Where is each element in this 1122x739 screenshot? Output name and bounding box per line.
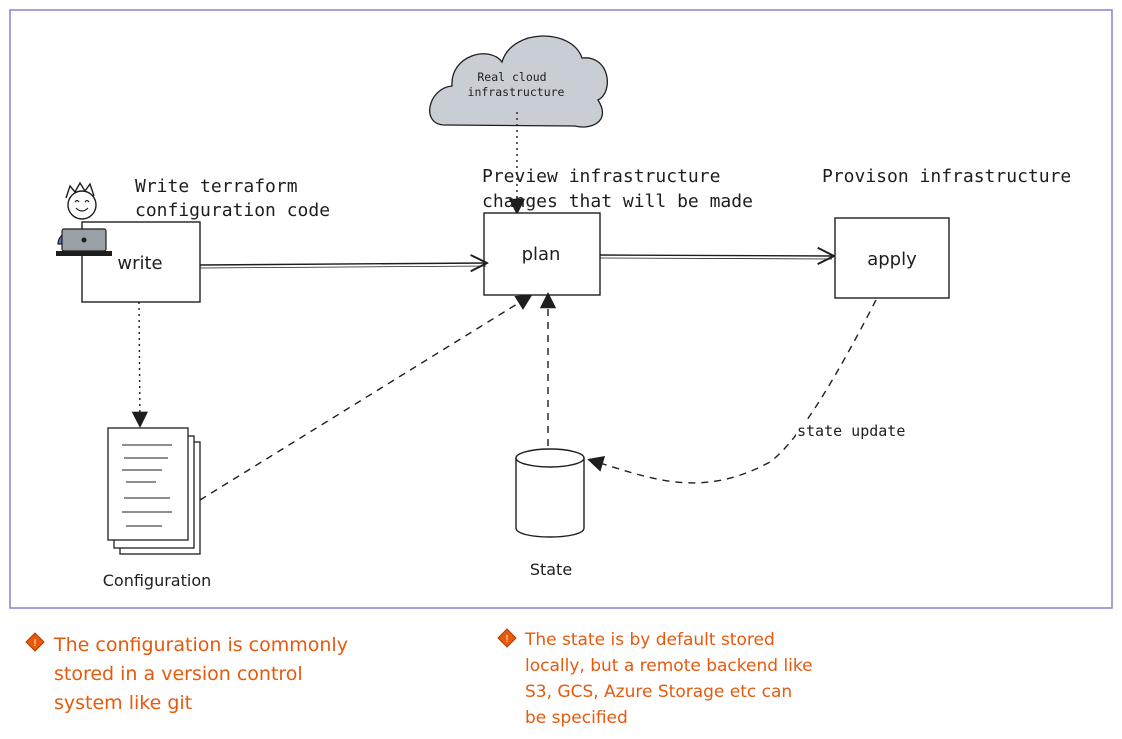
configuration-label: Configuration xyxy=(103,571,212,590)
apply-to-state-arrow xyxy=(590,299,877,484)
svg-text:!: ! xyxy=(33,638,37,649)
plan-heading-line-2: changes that will be made xyxy=(482,191,753,212)
left-note-line-2: stored in a version control xyxy=(54,663,303,685)
right-note-line-3: S3, GCS, Azure Storage etc can xyxy=(525,682,792,702)
state-update-label-bg xyxy=(796,420,912,440)
info-icon: ! xyxy=(25,632,45,652)
write-to-plan-arrow-sketch xyxy=(199,265,487,269)
left-note-line-3: system like git xyxy=(54,692,192,714)
write-heading-line-2: configuration code xyxy=(135,200,330,221)
cloud-label-line-2: infrastructure xyxy=(468,85,565,99)
write-to-plan-arrow xyxy=(199,263,487,265)
cloud-label-line-1: Real cloud xyxy=(477,70,546,84)
right-note-line-1: The state is by default stored xyxy=(524,630,775,650)
apply-box-label: apply xyxy=(867,249,917,270)
documents-icon xyxy=(107,427,201,555)
plan-box-label: plan xyxy=(522,244,561,265)
plan-box xyxy=(483,212,601,296)
left-note-line-1: The configuration is commonly xyxy=(53,634,348,656)
state-label: State xyxy=(530,560,572,579)
diagram-frame xyxy=(9,9,1113,609)
write-to-configuration-connector xyxy=(139,301,140,425)
apply-box xyxy=(834,217,950,299)
right-note-line-2: locally, but a remote backend like xyxy=(525,656,813,676)
right-note-line-4: be specified xyxy=(525,708,628,728)
configuration-to-plan-arrow xyxy=(199,296,530,501)
state-update-label: state update xyxy=(797,422,905,440)
plan-to-apply-arrow xyxy=(599,255,834,256)
write-box-label: write xyxy=(117,253,162,274)
plan-to-apply-arrow-sketch xyxy=(599,257,833,260)
apply-heading: Provison infrastructure xyxy=(822,166,1071,187)
cloud-icon xyxy=(429,35,608,128)
info-icon: ! xyxy=(497,628,517,648)
svg-text:!: ! xyxy=(505,634,509,645)
user-at-laptop-icon xyxy=(56,181,112,256)
plan-heading-line-1: Preview infrastructure xyxy=(482,166,720,187)
write-heading-line-1: Write terraform xyxy=(135,176,298,197)
database-cylinder-icon xyxy=(515,448,585,538)
